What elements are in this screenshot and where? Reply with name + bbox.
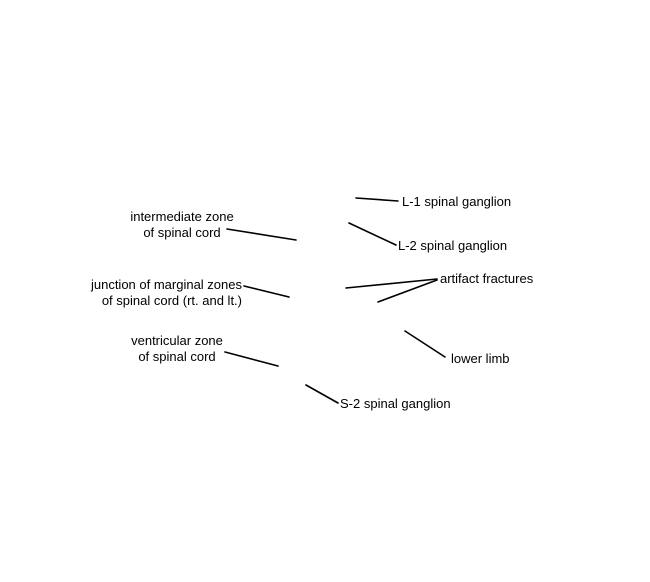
label-ventricular-zone-line-1: ventricular zone — [131, 333, 223, 348]
label-artifact-fractures: artifact fractures — [440, 271, 534, 286]
label-l2-spinal-ganglion: L-2 spinal ganglion — [398, 238, 508, 253]
label-ventricular-zone-line-2: of spinal cord — [138, 349, 216, 364]
label-s2-spinal-ganglion: S-2 spinal ganglion — [340, 396, 451, 411]
leader-line-artifact-fracture-1 — [345, 278, 438, 289]
label-ventricular-zone: ventricular zone of spinal cord — [122, 333, 232, 365]
label-intermediate-zone-line-2: of spinal cord — [143, 225, 221, 240]
label-l1-spinal-ganglion: L-1 spinal ganglion — [402, 194, 512, 209]
leader-line-junction-marginal-zones — [243, 285, 290, 298]
leader-line-s2-spinal-ganglion — [305, 384, 339, 404]
label-junction-marginal-zones-line-1: junction of marginal zones — [90, 277, 242, 292]
label-lower-limb: lower limb — [451, 351, 510, 366]
leader-line-intermediate-zone — [226, 228, 297, 241]
leader-line-lower-limb — [404, 330, 446, 358]
leader-line-ventricular-zone — [224, 351, 279, 367]
label-intermediate-zone-line-1: intermediate zone — [130, 209, 234, 224]
leader-line-artifact-fracture-2 — [377, 279, 438, 303]
label-intermediate-zone: intermediate zone of spinal cord — [125, 209, 239, 241]
label-junction-marginal-zones: junction of marginal zones of spinal cor… — [62, 277, 242, 309]
leader-line-l1-spinal-ganglion — [355, 197, 399, 202]
leader-line-l2-spinal-ganglion — [348, 222, 397, 246]
label-junction-marginal-zones-line-2: of spinal cord (rt. and lt.) — [101, 293, 242, 308]
